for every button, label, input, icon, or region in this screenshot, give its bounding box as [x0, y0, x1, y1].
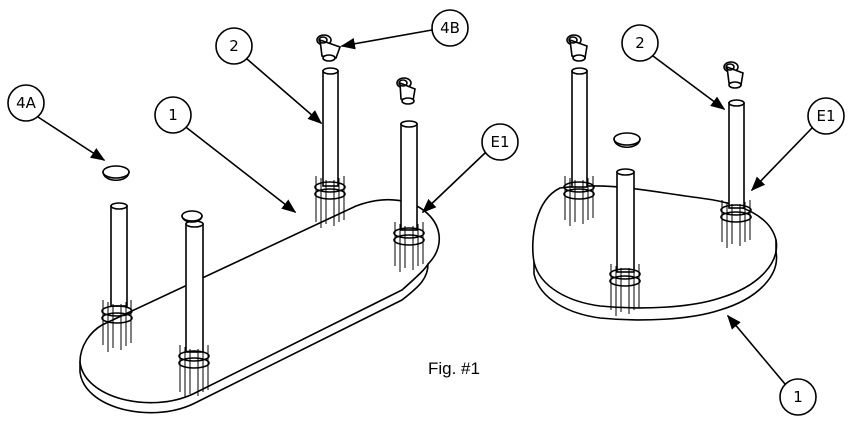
- left-post-front-middle: [178, 220, 210, 398]
- right-callout-1-label: 1: [793, 388, 803, 406]
- right-elbow-right: [723, 61, 744, 89]
- left-callout-2: 2: [215, 27, 323, 124]
- left-cap-4a-far: [181, 210, 203, 223]
- right-callout-e1: E1: [750, 97, 845, 192]
- callout-4a-label: 4A: [16, 94, 37, 112]
- left-elbow-4b-main: [316, 34, 342, 62]
- left-post-back-middle: [314, 67, 346, 228]
- left-elbow-4b-second: [396, 77, 416, 105]
- left-callout-e1: E1: [421, 123, 519, 213]
- callout-e1-label: E1: [490, 133, 509, 151]
- right-assembly: 2 E1 1: [531, 24, 845, 416]
- left-callout-4b: 4B: [340, 9, 469, 50]
- left-callout-1: 1: [154, 96, 297, 213]
- right-callout-2-label: 2: [635, 34, 645, 52]
- callout-4b-label: 4B: [440, 19, 460, 37]
- left-callout-4a: 4A: [7, 84, 106, 161]
- right-callout-2: 2: [621, 24, 726, 110]
- right-elbow-left: [566, 34, 588, 62]
- right-post-right: [720, 99, 752, 248]
- left-assembly: 4A 1 2 4B E1: [7, 9, 519, 414]
- callout-1-label: 1: [168, 106, 178, 124]
- left-cap-4a-near: [102, 165, 130, 182]
- right-callout-1: 1: [727, 314, 817, 416]
- right-callout-e1-label: E1: [816, 107, 835, 125]
- left-table-top: [79, 199, 440, 414]
- left-post-back-right: [393, 120, 425, 272]
- left-post-front-left: [101, 202, 133, 352]
- right-post-back-left: [563, 67, 595, 226]
- right-cap: [613, 132, 641, 149]
- right-table-top: [531, 185, 778, 321]
- callout-2-label: 2: [229, 37, 239, 55]
- right-post-front-left: [609, 168, 641, 316]
- figure-label: Fig. #1: [428, 359, 480, 378]
